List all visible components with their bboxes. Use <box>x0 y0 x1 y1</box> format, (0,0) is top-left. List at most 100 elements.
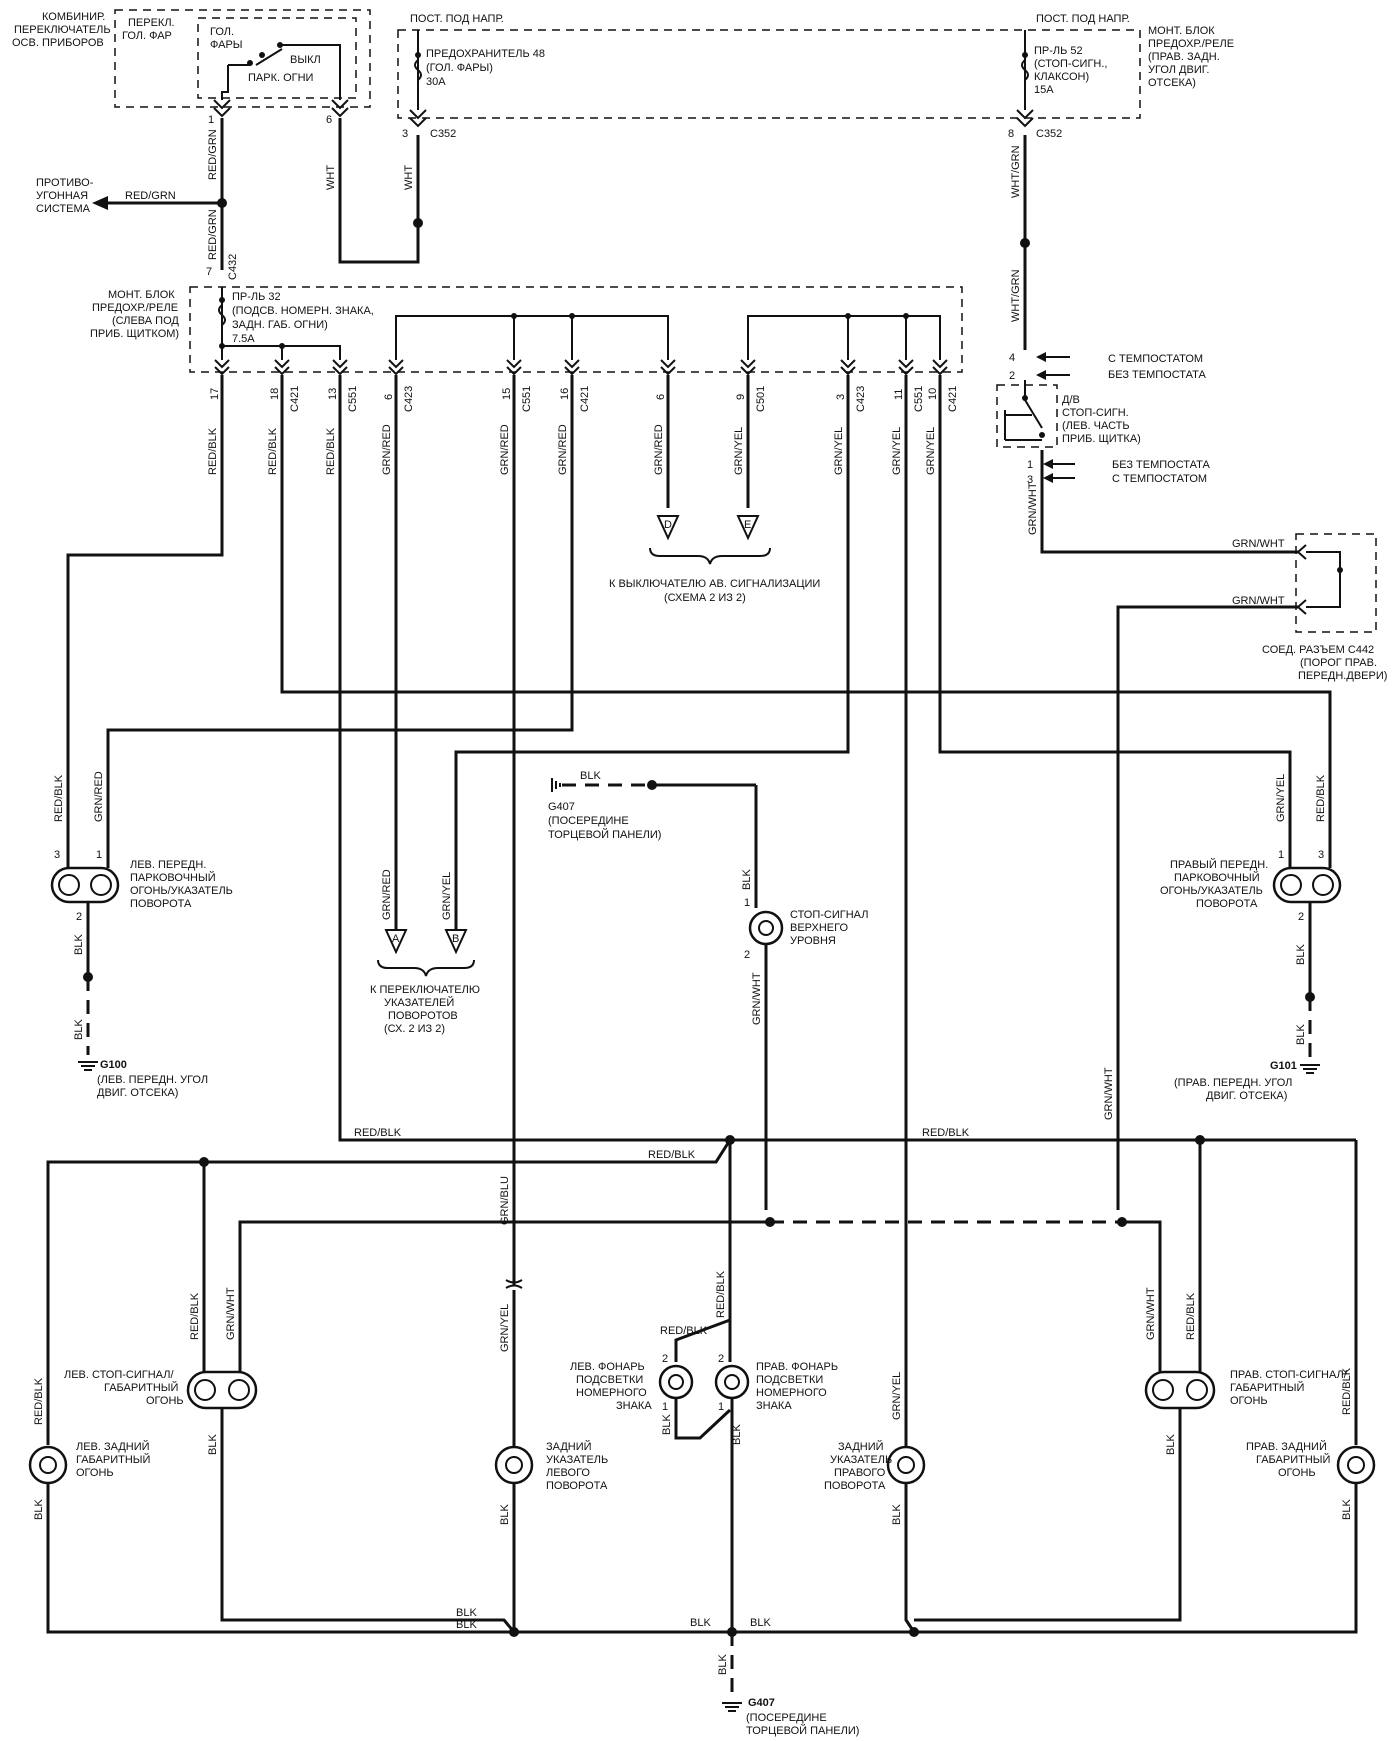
wire-red-blk-right-front <box>280 375 1332 840</box>
bulb-housing <box>50 866 120 904</box>
thermo-with-label-2: С ТЕМПОСТАТОМ <box>1112 473 1207 485</box>
combo-switch-title-2: ПЕРЕКЛЮЧАТЕЛЬ <box>14 24 111 36</box>
left-stop-label-3: ОГОНЬ <box>146 1395 184 1407</box>
left-rear-turn-lamp: GRN/BLU GRN/YEL ЗАДНИЙ УКАЗАТЕЛЬ ЛЕВОГО … <box>494 1176 608 1632</box>
bulb-icon <box>1152 1379 1174 1401</box>
wire-label: RED/GRN <box>125 190 176 202</box>
wire-label: RED/GRN <box>207 129 219 180</box>
g407-top-desc-2: ТОРЦЕВОЙ ПАНЕЛИ) <box>548 828 661 841</box>
fuse-relay-block-left: 7 C432 МОНТ. БЛОК ПРЕДОХР./РЕЛЕ (СЛЕВА П… <box>90 254 963 373</box>
right-front-lamp-label-4: ПОВОРОТА <box>1196 898 1258 910</box>
g101-desc-2: ДВИГ. ОТСЕКА) <box>1206 1090 1287 1102</box>
block-pin-number: 11 <box>893 389 905 400</box>
c442-label-3: ПЕРЕДН.ДВЕРИ) <box>1298 670 1387 682</box>
left-block-label-2: ПРЕДОХР./РЕЛЕ <box>92 302 178 314</box>
brake-switch-arm <box>1024 399 1043 429</box>
wire-label: RED/BLK <box>922 1127 970 1139</box>
right-stop-label-2: ГАБАРИТНЫЙ <box>1230 1381 1304 1394</box>
block-pin-connector: C501 <box>755 386 767 412</box>
thermo-pin-4: 4 <box>1009 352 1015 364</box>
fuse-32-label-2: (ПОДСВ. НОМЕРН. ЗНАКА, <box>232 305 374 317</box>
svg-text:1: 1 <box>662 1401 668 1413</box>
wire-label: RED/BLK <box>207 427 219 475</box>
thermo-pin-1: 1 <box>1027 459 1033 471</box>
block-pin-chevron <box>332 359 348 376</box>
left-turn-rear-label-3: ЛЕВОГО <box>546 1467 590 1479</box>
wire-label: RED/BLK <box>1315 774 1327 822</box>
right-plate-label-2: ПОДСВЕТКИ <box>756 1374 823 1386</box>
brace <box>377 959 475 977</box>
brake-switch-label-2: СТОП-СИГН. <box>1062 407 1129 419</box>
fuse-48-block: ПОСТ. ПОД НАПР. ПРЕДОХРАНИТЕЛЬ 48 (ГОЛ. … <box>397 13 1141 140</box>
c432-name: C432 <box>227 254 239 280</box>
left-turn-rear-label-1: ЗАДНИЙ <box>546 1440 592 1453</box>
high-mount-stop-lamp: BLK G407 (ПОСЕРЕДИНЕ ТОРЦЕВОЙ ПАНЕЛИ) BL… <box>548 770 868 1210</box>
wire-label: BLK <box>456 1607 477 1619</box>
bulb-icon <box>1280 874 1302 896</box>
right-tail-lamp: ПРАВ. ЗАДНИЙ ГАБАРИТНЫЙ ОГОНЬ BLK <box>914 1440 1376 1634</box>
left-stop-label-1: ЛЕВ. СТОП-СИГНАЛ/ <box>64 1369 174 1381</box>
bulb-icon <box>90 874 112 896</box>
headlights-position-label-1: ГОЛ. <box>210 26 234 38</box>
bulb-housing <box>1272 866 1342 904</box>
wire-label: GRN/WHT <box>1103 1067 1115 1120</box>
wire-label: RED/BLK <box>1341 1367 1353 1415</box>
block-pin-number: 15 <box>501 388 513 400</box>
left-turn-rear-label-4: ПОВОРОТА <box>546 1480 608 1492</box>
block-pin-number: 9 <box>735 394 747 400</box>
headlight-switch-label-2: ГОЛ. ФАР <box>122 30 172 42</box>
wire-label: RED/BLK <box>189 1292 201 1340</box>
bulb-icon <box>1186 1379 1208 1401</box>
bulb-icon <box>58 874 80 896</box>
block-pin-number: 17 <box>209 388 221 400</box>
fuse-symbol <box>1021 59 1029 81</box>
wire-label: BLK <box>33 1499 45 1520</box>
wire-label: BLK <box>207 1434 219 1455</box>
fuse-52-label-2: (СТОП-СИГН., <box>1034 58 1107 70</box>
combo-pin-6: 6 <box>326 114 332 126</box>
fuse-52-block: ПОСТ. ПОД НАПР. ПР-ЛЬ 52 (СТОП-СИГН., КЛ… <box>1008 13 1234 140</box>
right-block-label-3: (ПРАВ. ЗАДН. <box>1148 51 1220 63</box>
svg-text:2: 2 <box>718 1353 724 1365</box>
right-turn-rear-label-1: ЗАДНИЙ <box>838 1440 884 1453</box>
wire-label: GRN/WHT <box>1232 595 1285 607</box>
turn-label-2: УКАЗАТЕЛЕЙ <box>384 996 454 1009</box>
arrow-antitheft <box>92 196 108 210</box>
right-plate-label-3: НОМЕРНОГО <box>756 1387 827 1399</box>
bulb-icon <box>1312 874 1334 896</box>
high-stop-label-2: ВЕРХНЕГО <box>790 922 848 934</box>
block-pin-number: 18 <box>269 388 281 400</box>
svg-text:1: 1 <box>718 1401 724 1413</box>
g407-top-id: G407 <box>548 801 575 813</box>
wire-label: GRN/WHT <box>1145 1287 1157 1340</box>
g101-desc-1: (ПРАВ. ПЕРЕДН. УГОЛ <box>1174 1077 1292 1089</box>
svg-text:E: E <box>744 519 751 531</box>
wire-red-blk-rear <box>338 375 730 1142</box>
wire-label: BLK <box>750 1617 771 1629</box>
wire-label: WHT/GRN <box>1010 145 1022 198</box>
bulb-icon <box>194 1379 216 1401</box>
connector-c442: СОЕД. РАЗЪЕМ С442 (ПОРОГ ПРАВ. ПЕРЕДН.ДВ… <box>1262 533 1387 682</box>
high-stop-label-3: УРОВНЯ <box>790 935 836 947</box>
wire-label: RED/BLK <box>325 427 337 475</box>
g100-desc-2: ДВИГ. ОТСЕКА) <box>97 1087 178 1099</box>
block-pin-chevron <box>660 359 676 376</box>
wire-wht <box>338 118 420 264</box>
wire-grn-wht-rear <box>1116 605 1298 1210</box>
block-pin-connector: C423 <box>855 386 867 412</box>
turn-ref-a <box>384 929 408 955</box>
g407-top-desc-1: (ПОСЕРЕДИНЕ <box>548 815 629 827</box>
left-turn-rear-label-2: УКАЗАТЕЛЬ <box>546 1454 608 1466</box>
wire-label: GRN/RED <box>557 424 569 475</box>
c352-right-name: C352 <box>1036 128 1062 140</box>
svg-text:2: 2 <box>1298 911 1304 923</box>
g407-bottom-desc-2: ТОРЦЕВОЙ ПАНЕЛИ) <box>746 1724 859 1737</box>
brake-switch-label-3: (ЛЕВ. ЧАСТЬ <box>1062 420 1130 432</box>
svg-text:1: 1 <box>96 849 102 861</box>
block-pin-number: 6 <box>383 394 395 400</box>
c352-left-pin: 3 <box>402 128 408 140</box>
g100-id: G100 <box>100 1059 127 1071</box>
c442-label-2: (ПОРОГ ПРАВ. <box>1300 657 1377 669</box>
wire-label: GRN/RED <box>93 771 105 822</box>
connector-chevron <box>331 99 349 118</box>
